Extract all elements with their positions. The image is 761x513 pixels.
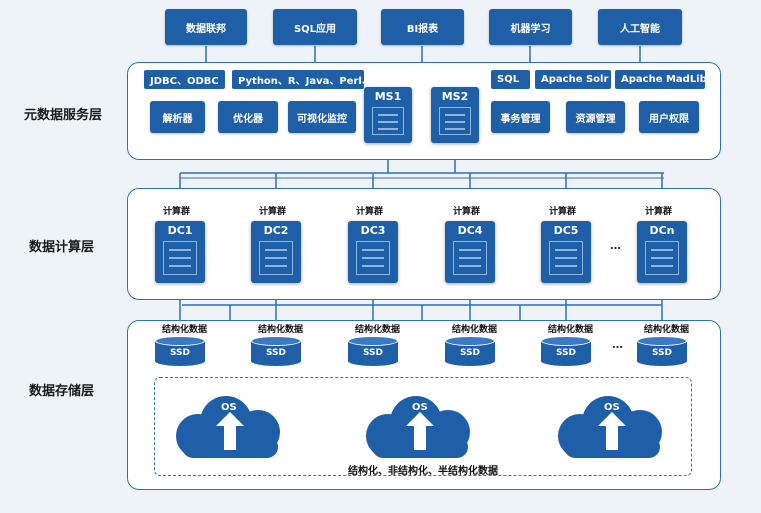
os-label: OS	[412, 402, 428, 413]
compute-group-label: 计算群	[163, 207, 191, 217]
compute-group-label: 计算群	[259, 207, 287, 217]
cloud-caption: 结构化、非结构化、半结构化数据	[348, 466, 498, 477]
structured-data-label: 结构化数据	[452, 325, 498, 335]
server-panel-icon	[453, 241, 487, 275]
btn-user-permission: 用户权限	[639, 101, 699, 133]
master-label: MS2	[441, 90, 469, 103]
structured-data-label: 结构化数据	[355, 325, 401, 335]
master-label: MS1	[374, 90, 402, 103]
ssd-disk-icon: SSD	[541, 336, 591, 366]
ssd-label: SSD	[169, 348, 191, 358]
layer-label-service: 元数据服务层	[24, 108, 103, 123]
tag-apache-madlib: Apache MadLib	[615, 70, 705, 89]
storage-ellipsis: …	[612, 338, 623, 351]
os-label: OS	[604, 402, 620, 413]
btn-visual-monitor: 可视化监控	[288, 101, 356, 133]
compute-node-dc4: DC4	[445, 221, 495, 283]
btn-transaction: 事务管理	[491, 101, 550, 133]
ssd-disk-icon: SSD	[445, 336, 495, 366]
server-panel-icon	[549, 241, 583, 275]
structured-data-label: 结构化数据	[162, 325, 208, 335]
compute-node-dcn: DCn	[637, 221, 687, 283]
compute-node-label: DC2	[263, 224, 289, 237]
compute-node-label: DC5	[553, 224, 579, 237]
compute-node-dc3: DC3	[348, 221, 398, 283]
btn-resource: 资源管理	[566, 101, 625, 133]
btn-parser: 解析器	[150, 101, 205, 133]
compute-node-dc5: DC5	[541, 221, 591, 283]
compute-node-label: DC3	[360, 224, 386, 237]
os-label: OS	[221, 402, 237, 413]
ssd-label: SSD	[459, 348, 481, 358]
master-server-ms1: MS1	[364, 87, 412, 143]
ssd-label: SSD	[362, 348, 384, 358]
ssd-label: SSD	[265, 348, 287, 358]
cloud-os-icon	[558, 396, 662, 458]
ssd-disk-icon: SSD	[637, 336, 687, 366]
compute-layer-box	[127, 188, 721, 300]
layer-label-storage: 数据存储层	[29, 384, 95, 399]
structured-data-label: 结构化数据	[258, 325, 304, 335]
server-panel-icon	[372, 107, 404, 135]
tag-languages: Python、R、Java、Perl、C	[232, 70, 364, 89]
compute-node-label: DCn	[649, 224, 675, 237]
compute-group-label: 计算群	[645, 207, 673, 217]
tag-jdbc-odbc: JDBC、ODBC	[144, 70, 225, 89]
compute-node-label: DC4	[457, 224, 483, 237]
server-panel-icon	[356, 241, 390, 275]
ssd-disk-icon: SSD	[155, 336, 205, 366]
compute-node-label: DC1	[167, 224, 193, 237]
compute-node-dc2: DC2	[251, 221, 301, 283]
cloud-os-icon	[176, 396, 280, 458]
cloud-os-icon	[366, 396, 470, 458]
compute-group-label: 计算群	[453, 207, 481, 217]
app-data-federation: 数据联邦	[165, 9, 247, 45]
ssd-disk-icon: SSD	[251, 336, 301, 366]
server-panel-icon	[439, 107, 471, 135]
app-bi-report: BI报表	[381, 9, 464, 45]
compute-group-label: 计算群	[549, 207, 577, 217]
ssd-disk-icon: SSD	[348, 336, 398, 366]
ssd-label: SSD	[555, 348, 577, 358]
compute-ellipsis: …	[610, 239, 621, 252]
compute-group-label: 计算群	[356, 207, 384, 217]
server-panel-icon	[259, 241, 293, 275]
btn-optimizer: 优化器	[218, 101, 278, 133]
ssd-label: SSD	[651, 348, 673, 358]
compute-node-dc1: DC1	[155, 221, 205, 283]
server-panel-icon	[645, 241, 679, 275]
structured-data-label: 结构化数据	[548, 325, 594, 335]
app-machine-learning: 机器学习	[489, 9, 572, 45]
server-panel-icon	[163, 241, 197, 275]
cloud-dashed-container	[154, 377, 692, 476]
layer-label-compute: 数据计算层	[29, 240, 95, 255]
tag-apache-solr: Apache Solr	[535, 70, 611, 89]
tag-sql: SQL	[491, 70, 530, 89]
app-sql: SQL应用	[273, 9, 357, 45]
app-ai: 人工智能	[598, 9, 682, 45]
master-server-ms2: MS2	[431, 87, 479, 143]
structured-data-label: 结构化数据	[644, 325, 690, 335]
